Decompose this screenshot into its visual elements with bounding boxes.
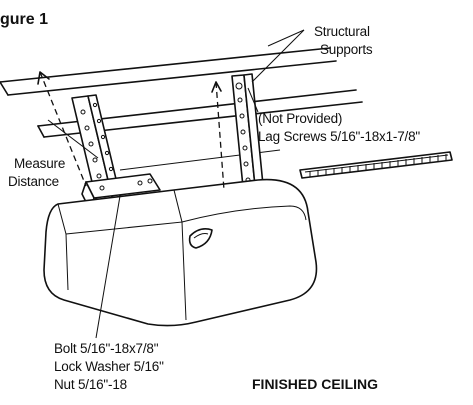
figure-title: gure 1 (0, 11, 48, 28)
leader-lines (47, 29, 305, 339)
label-finished-ceiling: FINISHED CEILING (252, 376, 378, 392)
opener-rail (299, 151, 453, 179)
right-hanger-bracket (231, 73, 265, 198)
label-lag-screws: Lag Screws 5/16"-18x1-7/8" (258, 129, 420, 144)
measure-arrows (37, 71, 225, 191)
label-supports: Supports (320, 42, 373, 57)
label-lock-washer: Lock Washer 5/16" (54, 359, 164, 374)
label-bolt: Bolt 5/16"-18x7/8" (54, 341, 159, 356)
label-measure: Measure (14, 156, 65, 171)
label-distance: Distance (8, 174, 59, 189)
label-structural: Structural (314, 24, 370, 39)
label-nut: Nut 5/16"-18 (54, 377, 127, 392)
motor-unit (43, 178, 318, 327)
label-not-provided: (Not Provided) (258, 111, 342, 126)
